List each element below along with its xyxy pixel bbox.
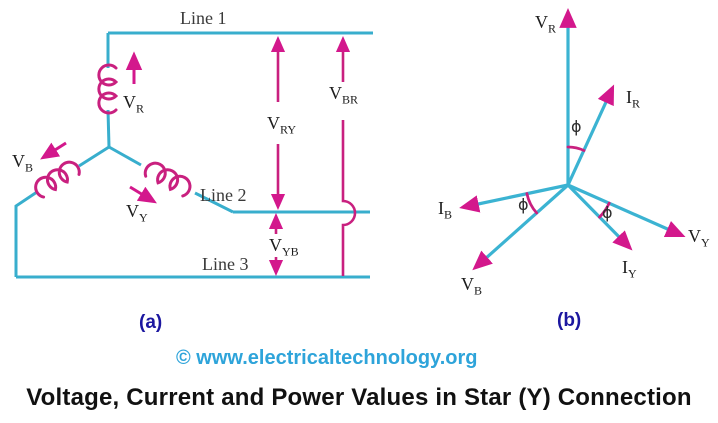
line-voltage-arrows	[268, 35, 357, 277]
phase-voltage-vr-label: VR	[123, 92, 145, 116]
phasor-ib-label: IB	[438, 198, 453, 222]
phasor-vr-label: VR	[535, 12, 557, 36]
vb-arrow	[40, 141, 67, 160]
line-voltage-vbr-label: VBR	[329, 83, 359, 107]
phase-voltage-vy-label: VY	[126, 201, 148, 225]
phasor-ib	[459, 183, 569, 213]
figure-title: Voltage, Current and Power Values in Sta…	[26, 384, 692, 411]
line-voltage-vry-label: VRY	[267, 113, 297, 137]
phase-b-wire-top	[78, 145, 110, 168]
line3-label: Line 3	[202, 254, 249, 274]
phasor-diagram	[459, 8, 686, 271]
phasor-vy	[567, 183, 686, 238]
line-voltage-vyb-label: VYB	[269, 235, 299, 259]
vbr-line-with-hop	[341, 120, 357, 276]
phasor-vy-label: VY	[688, 226, 710, 250]
watermark-text: © www.electricaltechnology.org	[176, 347, 478, 369]
phasor-ir-label: IR	[626, 87, 641, 111]
line2-label: Line 2	[200, 185, 247, 205]
phi-arc-r	[566, 145, 586, 152]
phase-voltage-vb-label: VB	[12, 151, 34, 175]
caption-a: (a)	[139, 312, 163, 333]
phi-label-r: ϕ	[571, 117, 582, 136]
line1-label: Line 1	[180, 8, 227, 28]
phasor-vb	[472, 183, 570, 271]
vy-arrow	[129, 185, 157, 204]
phi-label-y: ϕ	[602, 203, 613, 222]
coil-b	[34, 160, 81, 199]
phi-arc-y	[598, 201, 611, 219]
phi-label-b: ϕ	[518, 195, 529, 214]
phase-coils	[34, 63, 192, 199]
phasor-iy-label: IY	[622, 257, 637, 281]
phase-y-wire-bottom	[194, 191, 234, 214]
star-circuit-diagram	[14, 31, 373, 279]
phase-y-wire-top	[108, 145, 142, 167]
phasor-vb-label: VB	[461, 274, 483, 298]
phase-voltage-arrows	[40, 51, 157, 204]
coil-r	[97, 63, 119, 115]
coil-y	[143, 161, 192, 198]
phi-arc-b	[525, 192, 539, 215]
phase-angle-arcs	[525, 145, 611, 219]
phasor-ir	[566, 84, 615, 186]
phasor-iy	[566, 183, 633, 251]
caption-b: (b)	[557, 310, 582, 331]
phase-b-wire-bottom	[14, 190, 38, 277]
phase-r-wire-bottom	[106, 109, 111, 148]
